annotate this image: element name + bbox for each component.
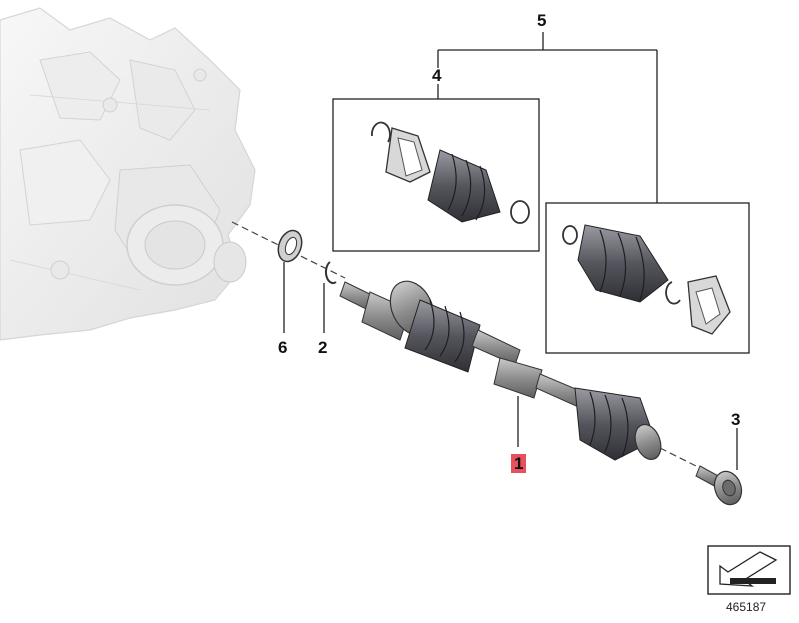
callout-4[interactable]: 4 [432, 66, 442, 85]
leader-lines [283, 262, 738, 470]
seal-ring-part-6[interactable] [274, 227, 306, 265]
axis-line-right [659, 447, 701, 469]
diagram-number: 465187 [726, 600, 767, 614]
collar-bolt-part-3[interactable] [695, 465, 746, 508]
callout-bracket [437, 32, 658, 203]
drive-shaft-image[interactable] [339, 274, 665, 463]
circlip-part-2[interactable] [324, 261, 337, 285]
callout-6[interactable]: 6 [278, 338, 288, 357]
transmission-image [0, 7, 256, 341]
callout-1-highlighted[interactable]: 1 [511, 454, 527, 473]
boot-kit-outer-image [562, 224, 731, 335]
callout-3[interactable]: 3 [731, 410, 741, 429]
direction-arrow-icon [707, 545, 791, 595]
callout-5[interactable]: 5 [537, 11, 547, 30]
callout-2[interactable]: 2 [318, 338, 328, 357]
boot-kit-inner-image [371, 121, 530, 224]
